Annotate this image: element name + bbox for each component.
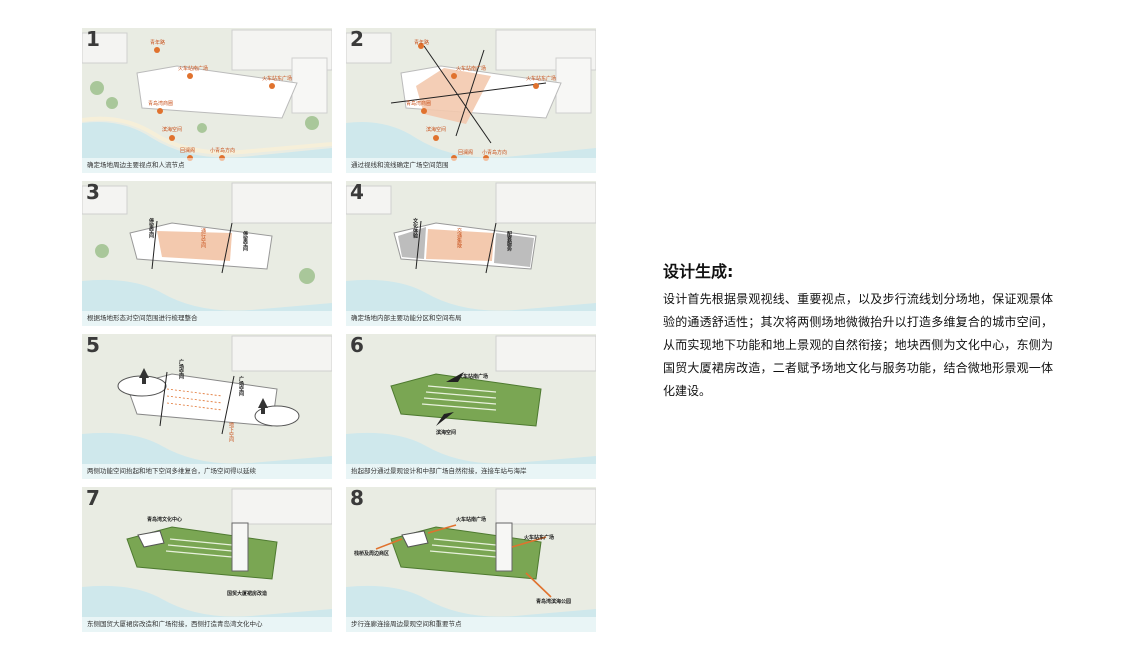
zone-label: 火车站南广场: [458, 374, 489, 380]
section-title: 设计生成:: [663, 262, 734, 281]
zone-label: 通行空间: [200, 228, 206, 248]
panel-5-drawing: [82, 334, 332, 479]
diagram-panel-6: 6 火车站南广场 滨海空间 抬起部分通过景观设计和中部广场自然衔接，连接车站与海…: [346, 334, 596, 479]
panel-caption: 两侧功能空间抬起和地下空间多维复合，广场空间得以延续: [82, 464, 332, 479]
panel-7-drawing: [82, 487, 332, 632]
map-label: 火车站东广场: [526, 76, 557, 82]
map-label: 青年路: [414, 40, 430, 46]
step-number: 1: [86, 28, 100, 51]
zone-label: 停留空间: [242, 231, 248, 251]
panel-2-drawing: [346, 28, 596, 173]
diagram-panel-4: 4 文化体验 交通集散 配套服务 确定场地内部主要功能分区和空间布局: [346, 181, 596, 326]
panel-1-drawing: [82, 28, 332, 173]
step-number: 6: [350, 334, 364, 357]
panel-caption: 根据场地形态对空间范围进行梳理整合: [82, 311, 332, 326]
zone-label: 国贸大厦裙房改造: [227, 591, 268, 597]
zone-label: 地下空间: [228, 422, 234, 442]
step-number: 2: [350, 28, 364, 51]
zone-label: 青岛湾文化中心: [147, 517, 183, 523]
map-label: 小青岛方向: [210, 148, 236, 154]
description-paragraph: 设计首先根据景观视线、重要视点，以及步行流线划分场地，保证观景体验的通透舒适性；…: [663, 292, 1053, 398]
panel-3-drawing: [82, 181, 332, 326]
zone-label: 交通集散: [456, 228, 462, 248]
panel-caption: 东侧国贸大厦裙房改造和广场衔接，西侧打造青岛湾文化中心: [82, 617, 332, 632]
step-number: 5: [86, 334, 100, 357]
step-number: 3: [86, 181, 100, 204]
zone-label: 火车站东广场: [524, 535, 555, 541]
zone-label: 广场空间: [178, 359, 184, 379]
map-label: 火车站南广场: [178, 66, 209, 72]
zone-label: 栈桥及周边商区: [354, 551, 390, 557]
zone-label: 青岛湾滨海公园: [536, 599, 572, 605]
panel-caption: 确定场地周边主要视点和人流节点: [82, 158, 332, 173]
map-label: 小青岛方向: [482, 150, 508, 156]
panel-caption: 通过视线和流线确定广场空间范围: [346, 158, 596, 173]
panel-8-drawing: [346, 487, 596, 632]
map-label: 回澜阁: [180, 148, 196, 154]
diagram-panel-7: 7 青岛湾文化中心 国贸大厦裙房改造 东侧国贸大厦裙房改造和广场衔接，西侧打造青…: [82, 487, 332, 632]
panel-6-drawing: [346, 334, 596, 479]
panel-caption: 确定场地内部主要功能分区和空间布局: [346, 311, 596, 326]
map-label: 青岛湾商圈: [148, 101, 174, 107]
map-label: 青岛湾商圈: [406, 101, 432, 107]
step-number: 7: [86, 487, 100, 510]
diagram-panel-1: 1 青年路 火车站南广场 火车站东广场 青岛湾商圈 滨海空间 回澜阁 小青岛方向…: [82, 28, 332, 173]
panel-caption: 抬起部分通过景观设计和中部广场自然衔接，连接车站与海岸: [346, 464, 596, 479]
design-description: 设计生成: 设计首先根据景观视线、重要视点，以及步行流线划分场地，保证观景体验的…: [663, 262, 1053, 403]
step-number: 4: [350, 181, 364, 204]
map-label: 火车站南广场: [456, 66, 487, 72]
map-label: 滨海空间: [162, 127, 183, 133]
map-label: 回澜阁: [458, 150, 474, 156]
map-label: 滨海空间: [426, 127, 447, 133]
step-number: 8: [350, 487, 364, 510]
zone-label: 文化体验: [412, 218, 418, 238]
diagram-panel-2: 2 青年路 火车站南广场 火车站东广场 青岛湾商圈 滨海空间 回澜阁 小青岛方向…: [346, 28, 596, 173]
panel-caption: 步行连廊连接周边景观空间和重要节点: [346, 617, 596, 632]
zone-label: 配套服务: [506, 231, 512, 251]
diagram-panel-3: 3 停留空间 通行空间 停留空间 根据场地形态对空间范围进行梳理整合: [82, 181, 332, 326]
panel-4-drawing: [346, 181, 596, 326]
diagram-panel-5: 5 广场空间 广场空间 地下空间 两侧功能空间抬起和地下空间多维复合，广场空间得…: [82, 334, 332, 479]
zone-label: 滨海空间: [436, 430, 457, 436]
map-label: 青年路: [150, 40, 166, 46]
diagram-panel-8: 8 火车站南广场 火车站东广场 栈桥及周边商区 青岛湾滨海公园 步行连廊连接周边…: [346, 487, 596, 632]
zone-label: 火车站南广场: [456, 517, 487, 523]
zone-label: 广场空间: [238, 376, 244, 396]
map-label: 火车站东广场: [262, 76, 293, 82]
zone-label: 停留空间: [148, 218, 154, 238]
